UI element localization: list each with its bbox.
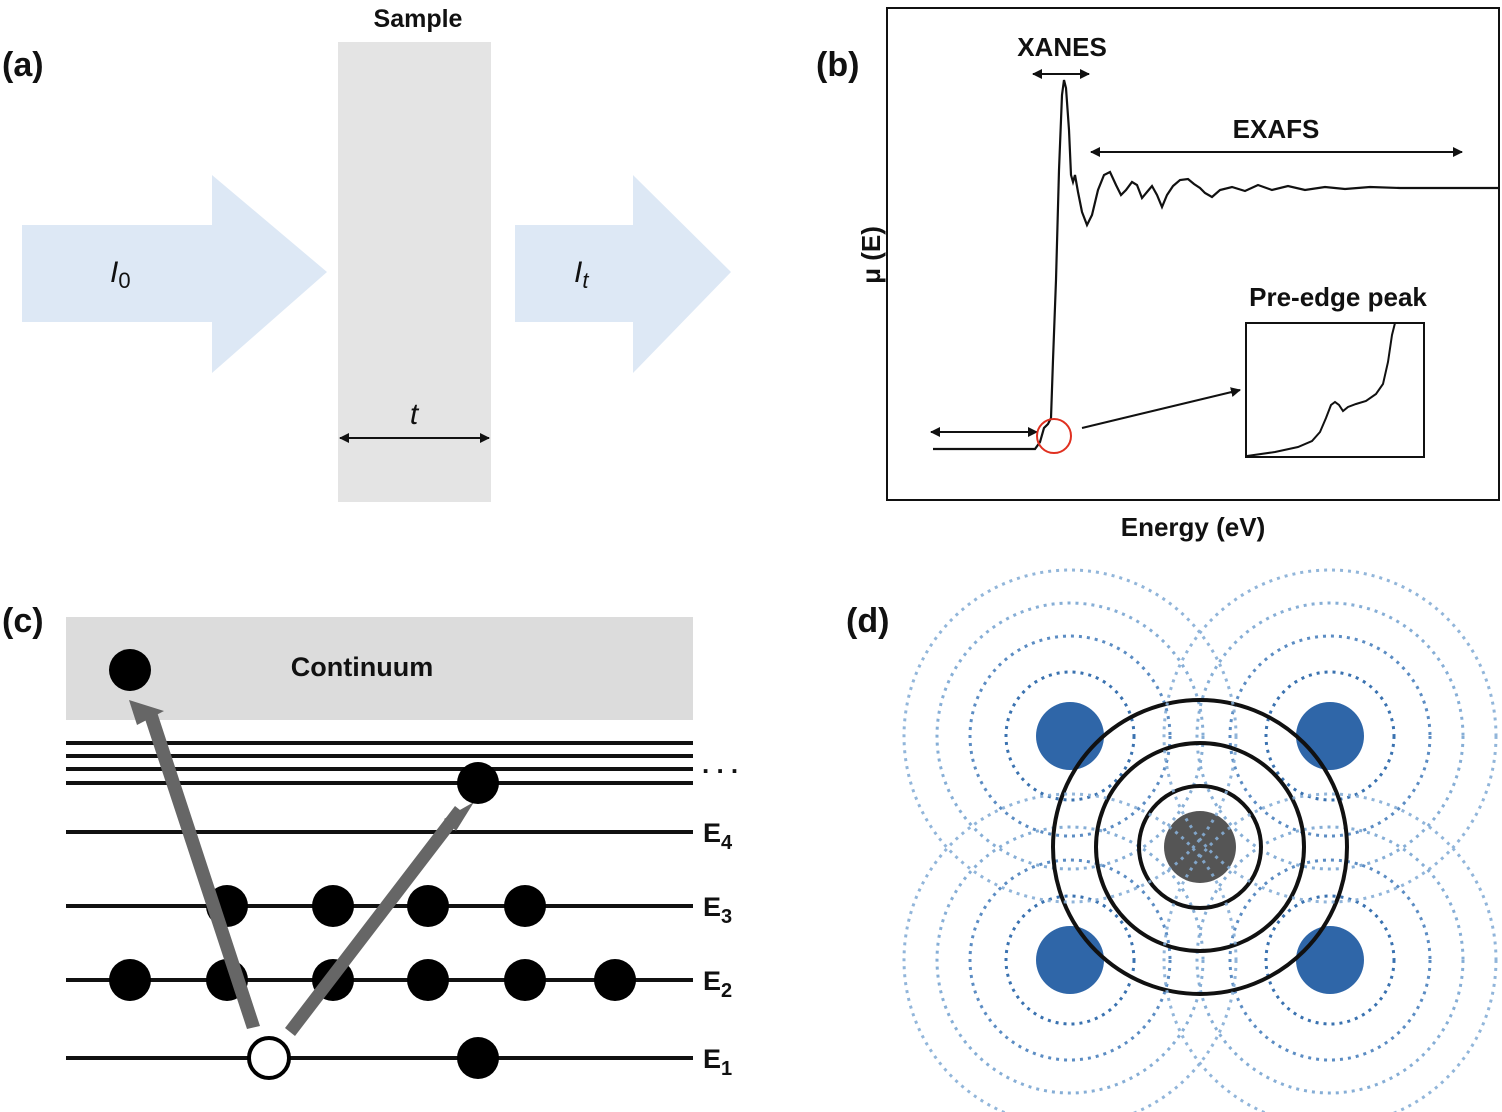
scattered-wave-outer	[1195, 601, 1465, 871]
neighbor-atom	[1296, 702, 1364, 770]
continuum-label: Continuum	[291, 652, 433, 682]
y-axis-label: μ (E)	[856, 226, 886, 284]
incident-beam-arrow	[22, 175, 327, 373]
scattered-wave-inner	[1004, 894, 1136, 1026]
zoom-pointer-arrow	[1081, 387, 1241, 429]
outgoing-wave-middle	[1094, 741, 1306, 953]
outgoing-wave-outer	[1051, 698, 1349, 996]
electron	[407, 959, 449, 1001]
continuum-band	[66, 617, 693, 720]
outgoing-wave-inner	[1137, 784, 1263, 910]
panel-d-label: (d)	[846, 602, 889, 640]
electron	[407, 885, 449, 927]
absorption-spectrum-curve	[933, 79, 1499, 451]
level-label-e2: E2	[703, 966, 732, 1002]
scattered-wave-inner	[1264, 670, 1396, 802]
sample-label: Sample	[374, 5, 463, 33]
electron	[504, 959, 546, 1001]
photoelectron-continuum	[109, 649, 151, 691]
xanes-label: XANES	[1017, 32, 1107, 62]
transition-arrow-to-bound-level	[285, 802, 474, 1036]
scattered-wave-outer	[935, 825, 1205, 1095]
plot-frame	[886, 7, 1500, 501]
transmitted-intensity-label: It	[574, 256, 589, 293]
level-label-e1: E1	[703, 1044, 732, 1080]
scattered-wave-middle	[1228, 634, 1432, 838]
panel-c: (c) Continuum . . . E4 E3 E2 E1	[2, 602, 738, 1080]
absorber-atom	[1164, 811, 1236, 883]
transmitted-beam-arrow	[515, 175, 731, 373]
level-label-e3: E3	[703, 892, 732, 928]
level-label-e4: E4	[703, 818, 733, 854]
electron	[594, 959, 636, 1001]
electron-e1	[457, 1037, 499, 1079]
neighbor-atom-bottom-right	[1195, 825, 1465, 1095]
scattered-wave-middle	[1228, 858, 1432, 1062]
panel-b: (b) XANES EXAFS Pre-edge peak μ (E) Ener…	[816, 7, 1500, 542]
pre-edge-inset-curve	[1246, 322, 1396, 457]
transition-arrow-to-continuum	[129, 700, 260, 1029]
scattered-wave-middle	[968, 634, 1172, 838]
panel-a-label: (a)	[2, 46, 44, 84]
panel-a: (a) Sample I0 It t	[2, 5, 731, 502]
electron	[504, 885, 546, 927]
pre-edge-peak-label: Pre-edge peak	[1249, 282, 1427, 312]
neighbor-atom	[1296, 926, 1364, 994]
thickness-label: t	[410, 398, 420, 431]
scattered-wave-outer	[935, 601, 1205, 871]
panel-d: (d)	[846, 568, 1498, 1112]
panel-b-label: (b)	[816, 46, 859, 84]
neighbor-atom	[1036, 702, 1104, 770]
excited-electron-bound	[457, 762, 499, 804]
sample-slab	[338, 42, 491, 502]
scattered-wave-overlay	[902, 568, 1498, 1112]
core-hole	[247, 1036, 291, 1080]
electron	[312, 885, 354, 927]
outgoing-photoelectron-waves	[1051, 698, 1349, 996]
x-axis-label: Energy (eV)	[1121, 512, 1266, 542]
neighbor-atom	[1036, 926, 1104, 994]
scattered-wave-middle	[968, 858, 1172, 1062]
panel-c-label: (c)	[2, 602, 44, 640]
pre-edge-highlight-circle	[1036, 418, 1072, 454]
incident-intensity-label: I0	[110, 256, 131, 293]
pre-edge-inset-frame	[1245, 322, 1425, 458]
scattered-wave-inner	[1264, 894, 1396, 1026]
higher-levels-ellipsis: . . .	[702, 749, 738, 779]
electron	[109, 959, 151, 1001]
scattered-wave-outer	[1195, 825, 1465, 1095]
exafs-label: EXAFS	[1233, 114, 1320, 144]
scattered-wave-inner	[1004, 670, 1136, 802]
